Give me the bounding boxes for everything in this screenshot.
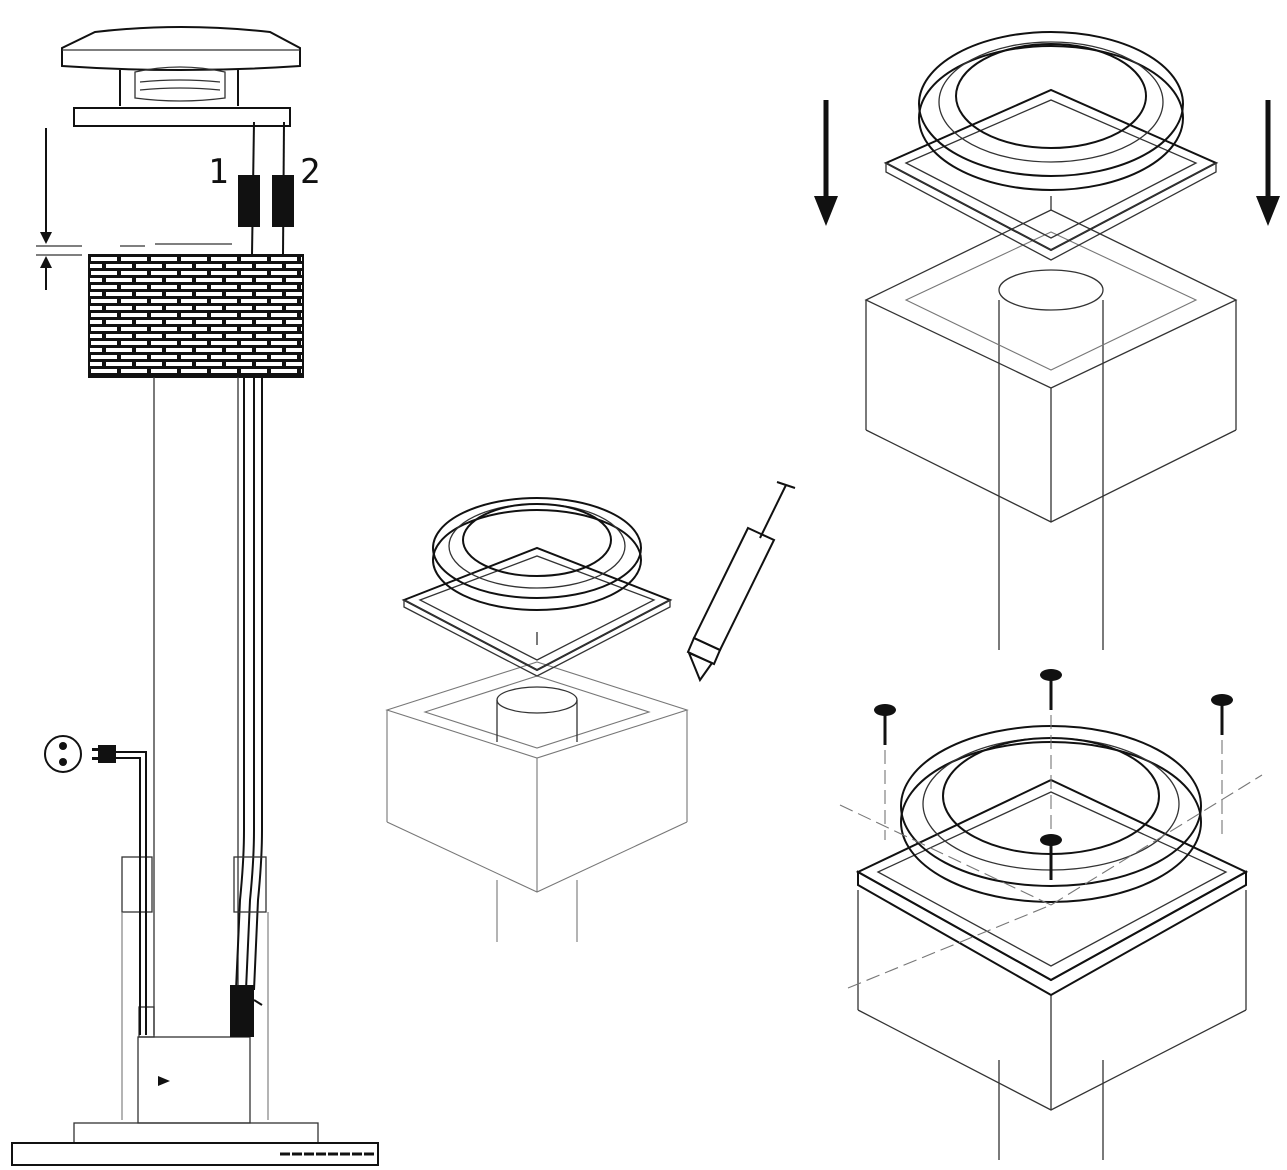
junction-box [230,985,254,1037]
curb-box [385,661,689,893]
down-arrow-icon [1256,100,1280,226]
vent-flange-top [883,31,1219,261]
wire-label-1: 1 [208,152,228,192]
gap-dimension [36,128,232,290]
wire-label-2: 2 [300,152,320,192]
lower-vent-panel [814,31,1280,650]
roof-fan-unit [61,26,301,127]
caulk-step-panel [385,481,796,942]
floor-slab [11,1122,379,1166]
side-view-panel: 1 2 [11,26,379,1166]
caulk-gun-icon [686,481,796,683]
connector-2 [272,175,294,227]
vent-flange [401,497,673,677]
screw-icon [1040,834,1062,880]
screw-icon [1211,694,1233,840]
screw-icon [874,704,896,840]
pole [153,377,239,1035]
brick-wall [88,254,304,378]
plug-icon [92,745,147,1035]
connector-1 [238,175,260,227]
base-frame [121,856,269,1124]
power-outlet-icon [44,735,82,773]
screw-icon [1040,669,1062,830]
down-arrow-icon [814,100,838,226]
fasten-screws-panel [839,669,1263,1160]
